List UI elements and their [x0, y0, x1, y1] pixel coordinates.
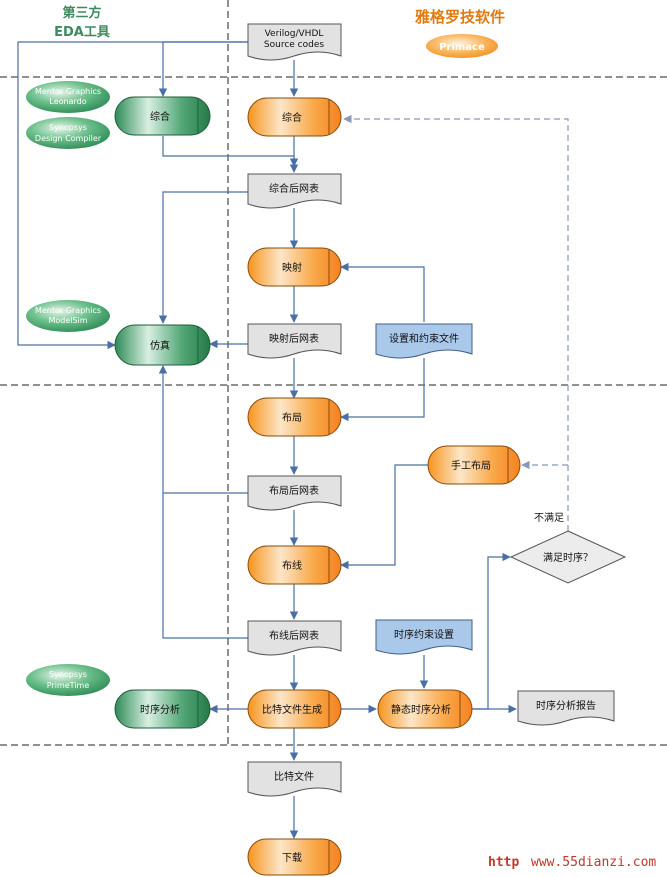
process-download: 下载 [247, 838, 342, 876]
svg-text:综合: 综合 [150, 110, 170, 123]
process-manual-place: 手工布局 [427, 445, 521, 485]
label-not-met: 不满足 [534, 512, 564, 524]
svg-text:时序分析: 时序分析 [140, 703, 180, 716]
svg-text:综合: 综合 [282, 111, 302, 124]
svg-text:布局: 布局 [282, 412, 302, 424]
doc-source-codes: Verilog/VHDL Source codes [247, 23, 342, 61]
svg-text:PrimeTime: PrimeTime [47, 681, 90, 690]
third-party-title-line2: EDA工具 [54, 25, 110, 40]
svg-text:仿真: 仿真 [150, 339, 170, 352]
svg-text:满足时序？: 满足时序？ [543, 551, 593, 564]
svg-text:比特文件: 比特文件 [274, 770, 314, 783]
svg-text:Synopsys: Synopsys [49, 123, 87, 132]
vendor-header: 雅格罗技软件 Primace [414, 8, 505, 58]
svg-text:Design Compiler: Design Compiler [35, 134, 102, 143]
tool-oval-primetime: Synopsys PrimeTime [26, 664, 110, 696]
tool-oval-leonardo: Mentor Graphics Leonardo [26, 81, 110, 113]
decision-timing-met: 满足时序？ [509, 530, 627, 584]
process-synth-third-party: 综合 [114, 96, 211, 136]
process-sta: 静态时序分析 [377, 689, 473, 729]
process-route: 布线 [247, 545, 342, 585]
svg-text:Leonardo: Leonardo [49, 97, 86, 106]
watermark-left: http [488, 855, 519, 870]
primace-badge [426, 34, 498, 58]
connectors [17, 41, 569, 839]
process-bitgen: 比特文件生成 [247, 689, 342, 729]
doc-bitfile: 比特文件 [247, 761, 342, 797]
doc-netlist-place: 布局后网表 [247, 475, 342, 511]
doc-netlist-map: 映射后网表 [247, 323, 342, 359]
doc-constraints-file: 设置和约束文件 [375, 323, 473, 359]
svg-text:映射后网表: 映射后网表 [269, 332, 319, 345]
doc-timing-constraints: 时序约束设置 [375, 619, 473, 655]
watermark-url: www.55dianzi.com [531, 855, 656, 870]
svg-text:Synopsys: Synopsys [49, 670, 87, 679]
primace-badge-label: Primace [439, 42, 485, 53]
svg-text:时序约束设置: 时序约束设置 [394, 628, 454, 641]
svg-text:手工布局: 手工布局 [451, 459, 491, 472]
doc-netlist-synth: 综合后网表 [247, 173, 342, 209]
region-separators [0, 0, 667, 746]
process-sim: 仿真 [114, 324, 211, 366]
svg-text:时序分析报告: 时序分析报告 [536, 699, 596, 712]
process-synth: 综合 [247, 97, 342, 137]
doc-netlist-route: 布线后网表 [247, 620, 342, 656]
tool-oval-design-compiler: Synopsys Design Compiler [26, 117, 110, 149]
svg-text:ModelSim: ModelSim [48, 316, 87, 325]
tool-oval-modelsim: Mentor Graphics ModelSim [26, 300, 110, 332]
doc-timing-report: 时序分析报告 [517, 690, 615, 726]
svg-text:布局后网表: 布局后网表 [269, 484, 319, 497]
svg-text:Source codes: Source codes [264, 40, 324, 50]
svg-text:下载: 下载 [282, 852, 302, 864]
vendor-title: 雅格罗技软件 [414, 8, 505, 26]
process-map: 映射 [247, 247, 342, 287]
process-place: 布局 [247, 397, 342, 437]
svg-text:综合后网表: 综合后网表 [269, 182, 319, 195]
svg-text:比特文件生成: 比特文件生成 [262, 703, 322, 716]
third-party-header: 第三方 EDA工具 [54, 5, 110, 40]
svg-text:布线: 布线 [282, 559, 302, 572]
svg-text:Mentor Graphics: Mentor Graphics [35, 306, 101, 315]
svg-text:Mentor Graphics: Mentor Graphics [35, 87, 101, 96]
svg-text:Verilog/VHDL: Verilog/VHDL [265, 29, 324, 39]
third-party-title-line1: 第三方 [62, 5, 101, 21]
svg-text:设置和约束文件: 设置和约束文件 [389, 332, 459, 345]
process-timing-third-party: 时序分析 [114, 689, 211, 729]
svg-text:布线后网表: 布线后网表 [269, 629, 319, 642]
svg-text:映射: 映射 [282, 262, 302, 274]
svg-text:静态时序分析: 静态时序分析 [391, 703, 451, 716]
